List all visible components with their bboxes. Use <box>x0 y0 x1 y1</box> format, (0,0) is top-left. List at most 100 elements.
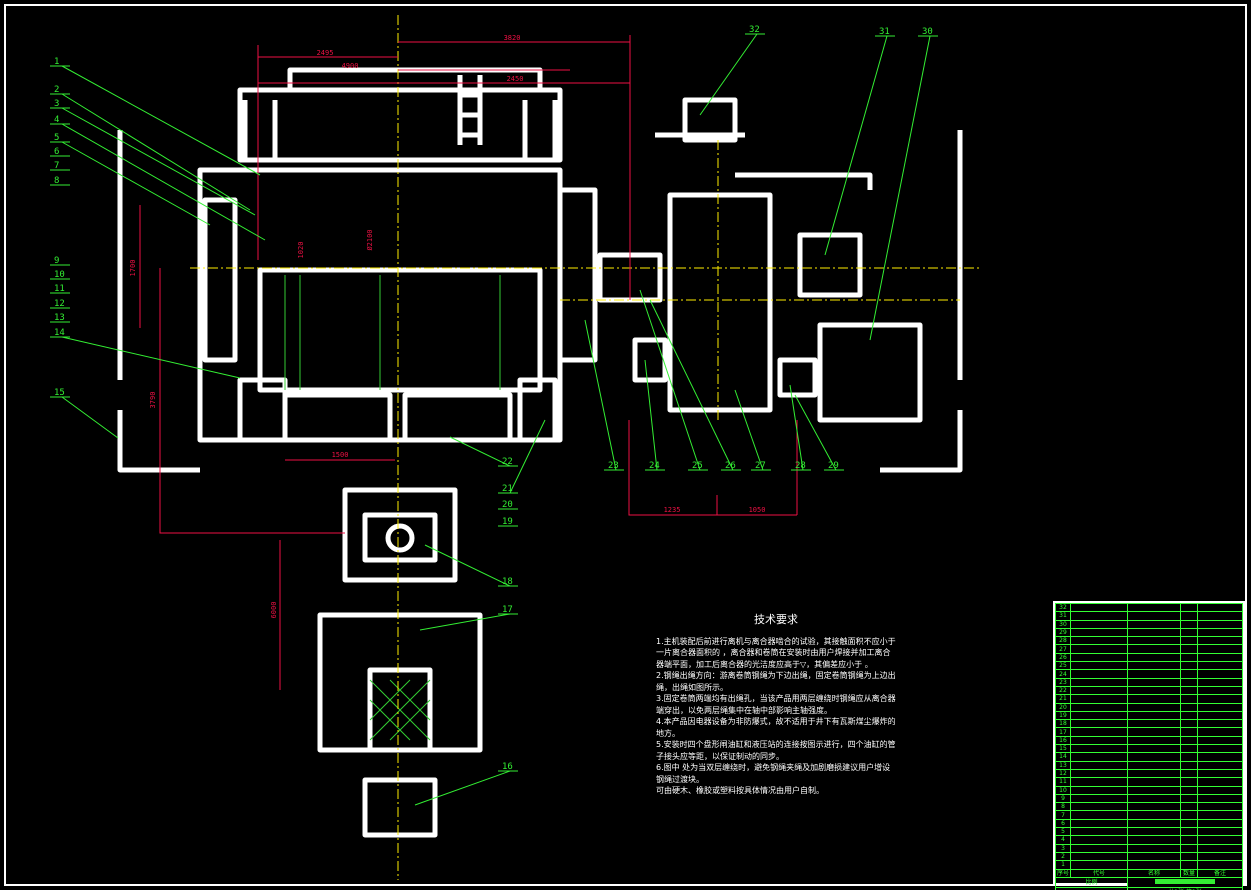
callout-6: 6 <box>54 147 59 157</box>
part-number: 28 <box>1055 636 1071 646</box>
part-number: 11 <box>1055 777 1071 787</box>
leader-line-14 <box>61 336 241 379</box>
callout-16: 16 <box>502 762 513 772</box>
part-number: 17 <box>1055 727 1071 737</box>
bases <box>282 392 513 443</box>
leader-line-30 <box>869 35 931 341</box>
parts-row: 12 <box>1055 768 1243 779</box>
part-number: 15 <box>1055 744 1071 754</box>
callout-20: 20 <box>502 500 513 510</box>
callout-8: 8 <box>54 176 59 186</box>
parts-row: 5 <box>1055 826 1243 837</box>
leader-line-2 <box>61 93 251 211</box>
part-number: 32 <box>1055 602 1071 613</box>
leader-line-5 <box>61 141 211 226</box>
part-number: 12 <box>1055 768 1071 779</box>
parts-row: 24 <box>1055 669 1243 679</box>
callout-11: 11 <box>54 284 65 294</box>
parts-row: 17 <box>1055 727 1243 737</box>
part-number: 31 <box>1055 611 1071 621</box>
part-number: 22 <box>1055 685 1071 696</box>
scale-label: 比例 <box>1055 876 1128 888</box>
leader-line-25 <box>639 289 701 471</box>
leader-line-32 <box>699 33 758 116</box>
leader-line-15 <box>61 396 119 439</box>
part-number: 24 <box>1055 669 1071 679</box>
callout-1: 1 <box>54 57 59 67</box>
hydraulic-station <box>682 97 738 143</box>
callout-18: 18 <box>502 577 513 587</box>
sheet-count: 共1张 第1张 <box>1127 886 1243 890</box>
view-18-hub <box>385 523 415 553</box>
dim-drum-bottom: 1500 <box>332 451 349 459</box>
leader-line-23 <box>584 319 617 471</box>
callout-22: 22 <box>502 457 513 467</box>
parts-row: 14 <box>1055 752 1243 762</box>
centerlines <box>190 15 980 880</box>
callout-12: 12 <box>54 299 65 309</box>
dimension-lines <box>139 35 798 690</box>
parts-row: 15 <box>1055 744 1243 754</box>
part-number: 20 <box>1055 702 1071 712</box>
leader-line-4 <box>61 123 266 241</box>
leader-line-17 <box>419 613 511 631</box>
tech-req-item: 3.固定卷筒两端均有出绳孔，当该产品用两层缠绕时钢绳应从离合器端穿出，以免两层绳… <box>656 694 896 715</box>
parts-row: 28 <box>1055 636 1243 646</box>
dim-left-long: 3790 <box>149 392 157 409</box>
part-number: 25 <box>1055 661 1071 671</box>
callout-30: 30 <box>922 27 933 37</box>
callout-32: 32 <box>749 25 760 35</box>
parts-row: 3 <box>1055 843 1243 853</box>
callout-14: 14 <box>54 328 65 338</box>
callout-23: 23 <box>608 461 619 471</box>
part-number: 29 <box>1055 627 1071 638</box>
parts-row: 20 <box>1055 702 1243 712</box>
drawing-name-bar <box>1155 878 1215 884</box>
header-cell: 名称 <box>1127 868 1181 878</box>
dim-bore: Ø2100 <box>366 229 374 250</box>
callout-29: 29 <box>828 461 839 471</box>
motor-coupling <box>777 357 818 398</box>
part-number: 9 <box>1055 793 1071 804</box>
leader-line-18 <box>424 544 511 587</box>
pump-unit <box>797 232 863 298</box>
part-number: 10 <box>1055 785 1071 795</box>
callout-25: 25 <box>692 461 703 471</box>
parts-row: 23 <box>1055 677 1243 687</box>
part-number: 1 <box>1055 860 1071 870</box>
dim-top-right-outer: 3820 <box>504 34 521 42</box>
dim-left-height: 1700 <box>129 260 137 277</box>
part-number: 21 <box>1055 694 1071 704</box>
leader-line-27 <box>734 389 764 471</box>
parts-row: 19 <box>1055 710 1243 721</box>
tech-req-item: 6.图中 处为当双层缠绕时，避免钢绳夹绳及加剧磨损建议用户增设钢绳过渡块。 <box>656 763 891 784</box>
ladder <box>457 75 483 145</box>
parts-row: 11 <box>1055 777 1243 787</box>
part-number: 13 <box>1055 760 1071 770</box>
leader-line-29 <box>794 394 837 471</box>
rails <box>117 130 963 473</box>
bearing-blocks <box>202 187 598 363</box>
view-18 <box>342 487 458 583</box>
parts-row: 9 <box>1055 793 1243 804</box>
tech-req-item: 2.钢绳出绳方向：游离卷筒钢绳为下边出绳，固定卷筒钢绳为上边出绳，出绳如图所示。 <box>656 671 896 692</box>
parts-row: 4 <box>1055 835 1243 845</box>
header-cell: 序号 <box>1055 868 1071 878</box>
parts-row: 7 <box>1055 810 1243 820</box>
parts-row: 16 <box>1055 735 1243 746</box>
leader-line-24 <box>644 359 658 471</box>
parts-row: 31 <box>1055 611 1243 621</box>
leader-line-22 <box>449 436 511 467</box>
sheet-border <box>4 4 1247 886</box>
parts-row: 26 <box>1055 652 1243 663</box>
leader-line-3 <box>61 107 256 216</box>
part-number: 8 <box>1055 802 1071 812</box>
header-cell: 代号 <box>1070 868 1128 878</box>
part-number: 3 <box>1055 843 1071 853</box>
callout-13: 13 <box>54 313 65 323</box>
part-number: 23 <box>1055 677 1071 687</box>
motor <box>817 322 923 423</box>
part-number: 5 <box>1055 826 1071 837</box>
